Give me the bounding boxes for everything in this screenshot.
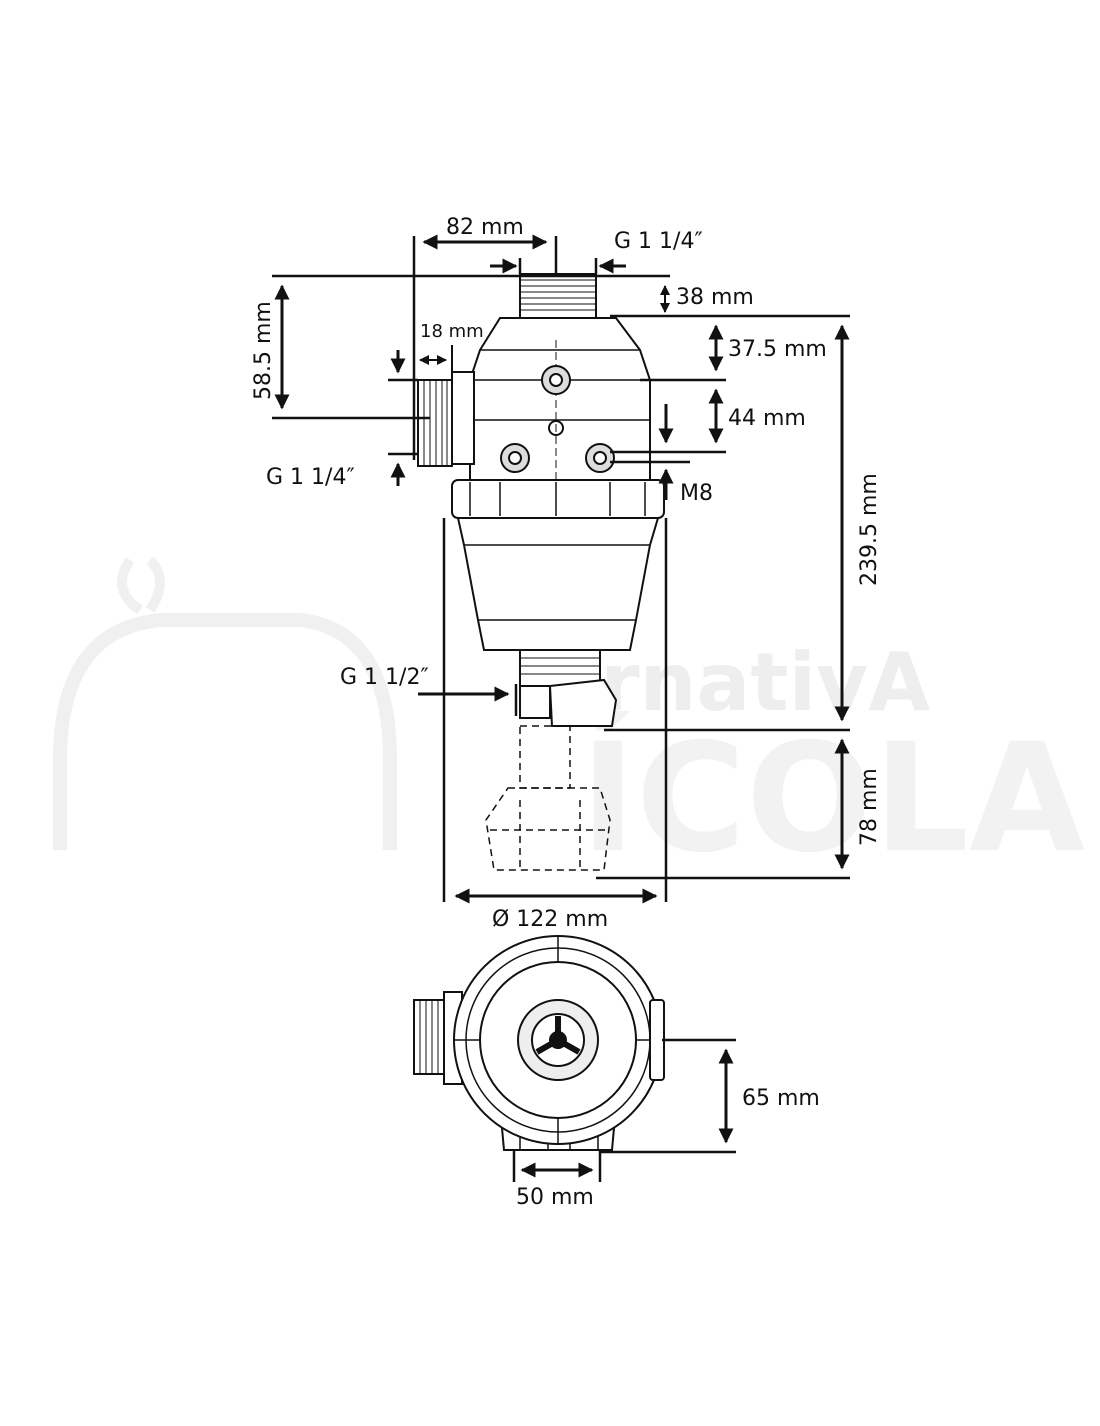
- filter-bowl: [456, 517, 660, 651]
- bolt-left: [500, 443, 530, 473]
- top-outlet-thread: [519, 273, 597, 319]
- label-diameter: Ø 122 mm: [492, 907, 608, 932]
- label-18mm: 18 mm: [420, 321, 484, 342]
- label-37-5mm: 37.5 mm: [728, 337, 827, 362]
- label-82mm: 82 mm: [446, 215, 524, 240]
- drain-extended-dashed: [485, 725, 611, 871]
- watermark-leaf-shape: [117, 556, 165, 615]
- watermark-text-1: rnativA: [600, 636, 930, 729]
- label-44mm: 44 mm: [728, 406, 806, 431]
- label-239-5mm: 239.5 mm: [857, 473, 882, 586]
- label-38mm: 38 mm: [676, 285, 754, 310]
- drain-valve: [548, 678, 618, 727]
- clamp-ring: [451, 479, 665, 519]
- labels: 82 mm G 1 1/4″ 38 mm 58.5 mm 18 mm 37.5 …: [251, 215, 882, 1210]
- dimension-lines: [272, 234, 850, 904]
- watermark-tractor-shape: [53, 613, 397, 850]
- bottom-dimensions: [512, 1038, 736, 1182]
- watermark-text-2: ÍCOLA: [580, 711, 1085, 886]
- label-58-5mm: 58.5 mm: [251, 301, 276, 400]
- watermark: rnativA ÍCOLA: [53, 556, 1085, 886]
- thread-lines-top: [520, 279, 596, 311]
- label-78mm: 78 mm: [857, 768, 882, 846]
- front-view: [417, 273, 665, 871]
- drain-thread: [519, 685, 551, 719]
- label-65mm: 65 mm: [742, 1086, 820, 1111]
- bolt-top: [541, 365, 571, 395]
- label-drain-thread: G 1 1/2″: [340, 665, 429, 690]
- label-thread-top: G 1 1/4″: [614, 229, 703, 254]
- drain-neck: [519, 649, 601, 687]
- label-thread-inlet: G 1 1/4″: [266, 465, 355, 490]
- bottom-view: [413, 935, 665, 1151]
- inlet-collar: [451, 371, 475, 465]
- label-50mm: 50 mm: [516, 1185, 594, 1210]
- filter-head: [469, 317, 651, 481]
- thread-lines-inlet: [423, 380, 448, 466]
- bolt-right: [585, 443, 615, 473]
- label-m8: M8: [680, 481, 713, 506]
